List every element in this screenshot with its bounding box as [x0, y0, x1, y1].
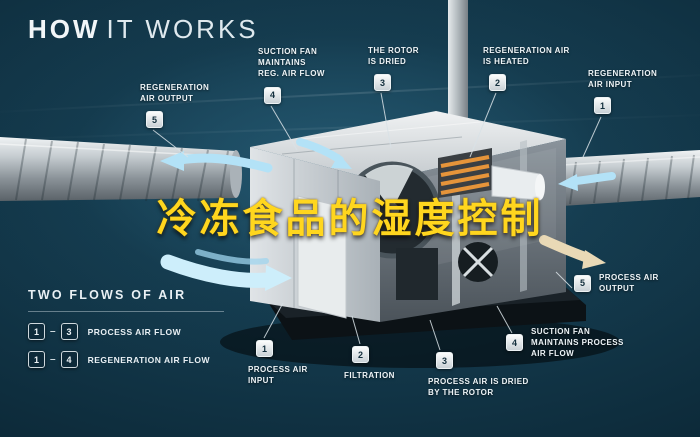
legend-separator: –	[50, 326, 56, 337]
legend-separator: –	[50, 354, 56, 365]
callout-suction-fan-reg: SUCTION FAN MAINTAINS REG. AIR FLOW 4	[258, 46, 325, 104]
airflow-arrows	[160, 138, 616, 291]
exhaust-pipe	[448, 0, 468, 122]
right-duct	[561, 150, 700, 206]
callout-label: REGENERATION AIR OUTPUT	[140, 83, 210, 104]
left-duct	[0, 137, 242, 202]
callout-label: FILTRATION	[344, 371, 395, 380]
callout-label: SUCTION FAN MAINTAINS PROCESS AIR FLOW	[531, 327, 624, 359]
overlay-chinese-title: 冷冻食品的湿度控制	[156, 196, 544, 242]
callout-badge: 4	[506, 334, 523, 352]
callout-label: PROCESS AIR OUTPUT	[599, 273, 659, 294]
callout-process-air-input: 1 PROCESS AIR INPUT	[248, 340, 308, 386]
legend-label: REGENERATION AIR FLOW	[87, 354, 210, 365]
callout-badge: 2	[352, 346, 369, 363]
callout-regeneration-air-input: REGENERATION AIR INPUT 1	[588, 68, 658, 115]
regeneration-output-arrow	[160, 151, 273, 173]
process-fan	[396, 242, 498, 300]
callout-badge: 3	[436, 352, 453, 369]
legend-badge-to: 4	[60, 351, 78, 368]
callout-label: REGENERATION AIR INPUT	[588, 69, 658, 90]
process-input-swoosh-arrow	[160, 249, 292, 291]
title-how: HOW	[28, 14, 101, 44]
airflow-legend: TWO FLOWS OF AIR 1 – 3 PROCESS AIR FLOW …	[28, 288, 224, 368]
callout-badge: 3	[374, 74, 391, 92]
callout-regeneration-air-output: REGENERATION AIR OUTPUT 5	[140, 82, 210, 129]
legend-heading: TWO FLOWS OF AIR	[28, 288, 187, 302]
callout-rotor-is-dried: THE ROTOR IS DRIED 3	[368, 45, 420, 92]
leader-lines	[152, 92, 602, 351]
callout-badge: 5	[146, 111, 163, 129]
title-it-works: IT WORKS	[106, 14, 259, 44]
legend-row-regeneration: 1 – 4 REGENERATION AIR FLOW	[28, 351, 224, 368]
callout-badge: 1	[594, 97, 611, 115]
callout-process-air-dried: 3 PROCESS AIR IS DRIED BY THE ROTOR	[428, 352, 529, 398]
callout-badge: 4	[264, 86, 281, 104]
callout-badge: 5	[574, 274, 591, 292]
callout-label: REGENERATION AIR IS HEATED	[483, 46, 570, 67]
callout-label: THE ROTOR IS DRIED	[368, 46, 420, 67]
process-output-arrow	[539, 235, 606, 269]
air-cone	[491, 165, 545, 201]
suction-inlet-arrow	[296, 138, 352, 169]
callout-badge: 2	[489, 74, 506, 92]
callout-badge: 1	[256, 340, 273, 357]
heater	[438, 148, 492, 198]
legend-badge-to: 3	[60, 323, 78, 340]
legend-badge-from: 1	[28, 323, 45, 340]
regeneration-input-arrow	[558, 172, 616, 191]
callout-regeneration-air-heated: REGENERATION AIR IS HEATED 2	[483, 45, 570, 92]
open-door-panel	[297, 195, 347, 319]
legend-row-process: 1 – 3 PROCESS AIR FLOW	[28, 323, 224, 340]
callout-label: SUCTION FAN MAINTAINS REG. AIR FLOW	[258, 47, 325, 79]
callout-filtration: 2 FILTRATION	[344, 346, 395, 381]
legend-badge-from: 1	[28, 351, 45, 368]
callout-process-air-output: 5 PROCESS AIR OUTPUT	[574, 272, 659, 294]
legend-label: PROCESS AIR FLOW	[87, 326, 182, 337]
callout-suction-fan-process: 4 SUCTION FAN MAINTAINS PROCESS AIR FLOW	[506, 326, 624, 360]
machine-top-face	[250, 111, 566, 181]
callout-label: PROCESS AIR INPUT	[248, 365, 308, 386]
callout-label: PROCESS AIR IS DRIED BY THE ROTOR	[428, 377, 529, 398]
legend-divider	[28, 311, 224, 312]
